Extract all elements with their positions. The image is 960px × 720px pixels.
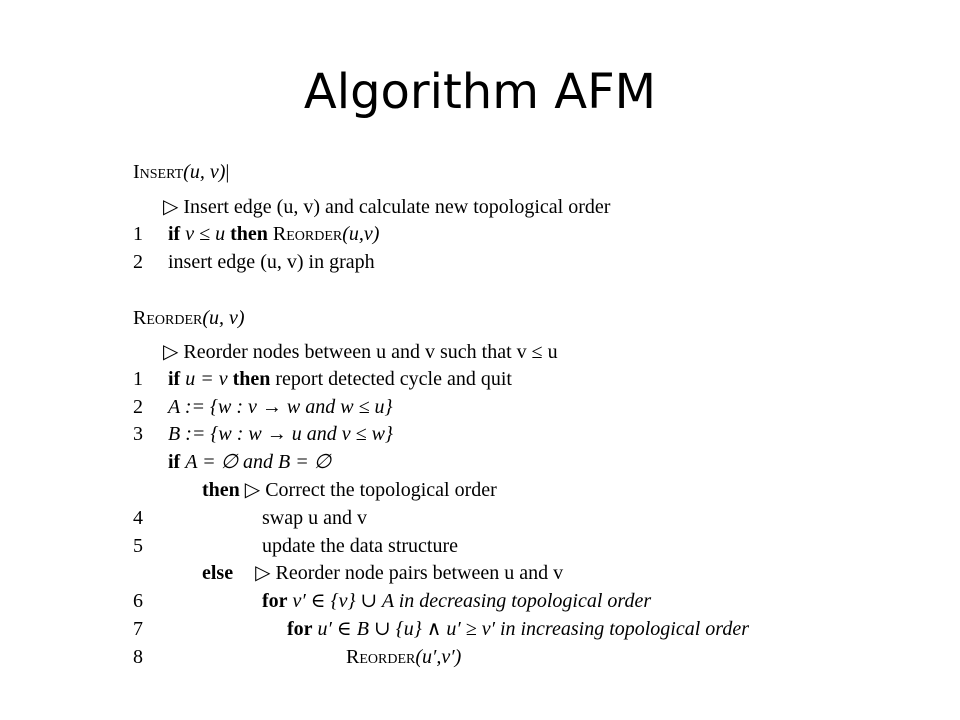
reorder-if-line: if A = ∅ and B = ∅ — [168, 449, 331, 475]
call-args: (u′,v′) — [415, 646, 462, 668]
call-reorder: Reorder — [272, 223, 343, 245]
condition: v ≤ u — [185, 223, 226, 245]
reorder-line-7-body: for u′ ∈ B ∪ {u} ∧ u′ ≥ v′ in increasing… — [287, 616, 749, 642]
set-b-definition: B := {w : w → u and v ≤ w} — [168, 423, 393, 445]
reorder-then-line: then ▷ Correct the topological order — [202, 477, 497, 503]
insert-line-2-text: insert edge (u, v) in graph — [168, 251, 375, 273]
comment-triangle-icon: ▷ — [163, 341, 179, 363]
insert-header: Insert(u, v)| — [133, 159, 229, 185]
loop-clause: u′ ∈ B ∪ {u} ∧ u′ ≥ v′ in increasing top… — [317, 618, 749, 640]
line-number: 2 — [133, 396, 143, 418]
keyword-for: for — [262, 590, 288, 612]
reorder-line-1-body: if u = v then report detected cycle and … — [168, 366, 512, 392]
procedure-name-reorder: Reorder — [133, 307, 203, 329]
line-number: 7 — [133, 618, 143, 640]
reorder-header: Reorder(u, v) — [133, 305, 245, 331]
statement-text: report detected cycle and quit — [275, 368, 512, 390]
keyword-then: then — [232, 368, 271, 390]
line-number: 1 — [133, 368, 143, 390]
call-args: (u,v) — [342, 223, 380, 245]
call-reorder: Reorder — [346, 646, 416, 668]
insert-line-1-body: if v ≤ u then Reorder(u,v) — [168, 221, 379, 247]
set-a-definition: A := {w : v → w and w ≤ u} — [168, 396, 393, 418]
insert-comment-text: Insert edge (u, v) and calculate new top… — [183, 196, 611, 218]
reorder-line-6-body: for v′ ∈ {v} ∪ A in decreasing topologic… — [262, 588, 651, 614]
reorder-params: (u, v) — [202, 307, 245, 329]
line-number: 8 — [133, 646, 143, 668]
statement-text: swap u and v — [262, 507, 367, 529]
loop-clause: v′ ∈ {v} ∪ A in decreasing topological o… — [292, 590, 652, 612]
keyword-else: else — [202, 562, 234, 584]
reorder-else-line: else ▷ Reorder node pairs between u and … — [202, 560, 563, 586]
keyword-then: then — [230, 223, 268, 245]
procedure-name-insert: Insert — [133, 161, 184, 183]
reorder-comment: ▷ Reorder nodes between u and v such tha… — [163, 339, 558, 365]
statement-text: update the data structure — [262, 535, 459, 557]
line-number: 5 — [133, 535, 143, 557]
line-number: 4 — [133, 507, 143, 529]
condition: A = ∅ and B = ∅ — [185, 451, 332, 473]
condition: u = v — [185, 368, 228, 390]
reorder-comment-text: Reorder nodes between u and v such that … — [183, 341, 558, 363]
keyword-then: then — [202, 479, 240, 501]
text-cursor: | — [225, 161, 230, 183]
keyword-if: if — [168, 368, 181, 390]
slide-title: Algorithm AFM — [303, 64, 657, 120]
comment-triangle-icon: ▷ — [163, 196, 179, 218]
insert-params: (u, v) — [183, 161, 226, 183]
keyword-if: if — [168, 451, 181, 473]
insert-comment: ▷ Insert edge (u, v) and calculate new t… — [163, 194, 610, 220]
keyword-for: for — [287, 618, 313, 640]
else-comment-text: Reorder node pairs between u and v — [275, 562, 564, 584]
line-number: 3 — [133, 423, 143, 445]
line-number: 1 — [133, 223, 143, 245]
comment-triangle-icon: ▷ — [244, 479, 261, 501]
line-number: 6 — [133, 590, 143, 612]
comment-triangle-icon: ▷ — [255, 562, 271, 584]
line-number: 2 — [133, 251, 143, 273]
reorder-line-8-body: Reorder(u′,v′) — [346, 644, 461, 670]
keyword-if: if — [168, 223, 181, 245]
then-comment-text: Correct the topological order — [265, 479, 497, 501]
